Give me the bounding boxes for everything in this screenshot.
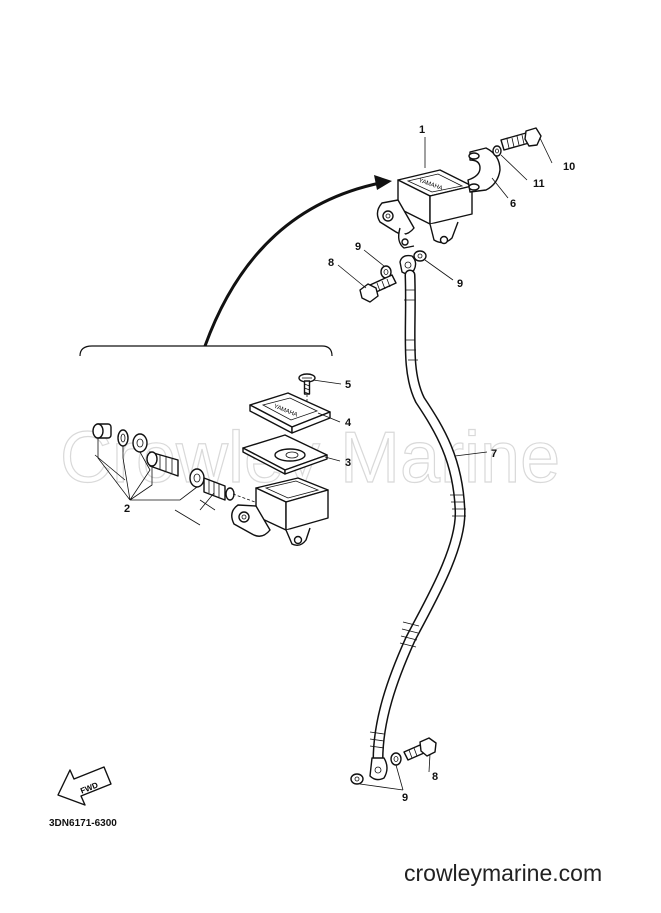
callouts: 1 2 3 4 5 6 7 8 8 9 9 9 10 11 <box>124 124 575 804</box>
part-11-washer <box>492 145 502 157</box>
lower-banjo-washers <box>350 752 402 785</box>
leader-lines <box>312 137 553 791</box>
callout-8-lower: 8 <box>432 771 438 783</box>
callout-10: 10 <box>563 161 575 173</box>
part-5-screw <box>298 373 316 395</box>
callout-3: 3 <box>345 457 351 469</box>
upper-banjo-washers <box>380 250 427 279</box>
part-7-brake-hose <box>369 269 466 766</box>
fwd-arrow-icon: FWD <box>57 766 112 806</box>
callout-2: 2 <box>124 503 130 515</box>
part-3-diaphragm <box>242 434 328 475</box>
part-4-cover: YAMAHA <box>249 392 331 434</box>
callout-9-upper-left: 9 <box>355 241 361 253</box>
site-url: crowleymarine.com <box>404 860 602 886</box>
callout-4: 4 <box>345 417 352 429</box>
callout-6: 6 <box>510 198 516 210</box>
detail-master-cylinder-body <box>231 477 329 547</box>
part-10-bolt <box>500 127 542 151</box>
diagram-code: 3DN6171-6300 <box>49 818 117 829</box>
detail-arrow-head <box>374 175 392 190</box>
callout-11: 11 <box>533 178 545 190</box>
part-8-lower-bolt <box>403 737 437 761</box>
detail-bracket <box>79 345 333 357</box>
detail-arrow <box>203 181 381 347</box>
callout-9-lower: 9 <box>402 792 408 804</box>
callout-5: 5 <box>345 379 351 391</box>
part-8-upper-bolt <box>359 274 397 303</box>
callout-7: 7 <box>491 448 497 460</box>
callout-9-upper-right: 9 <box>457 278 463 290</box>
part-6-clamp <box>467 147 501 193</box>
callout-8-upper: 8 <box>328 257 334 269</box>
callout-1: 1 <box>419 124 425 136</box>
part-1-master-cylinder: YAMAHA <box>376 169 473 249</box>
